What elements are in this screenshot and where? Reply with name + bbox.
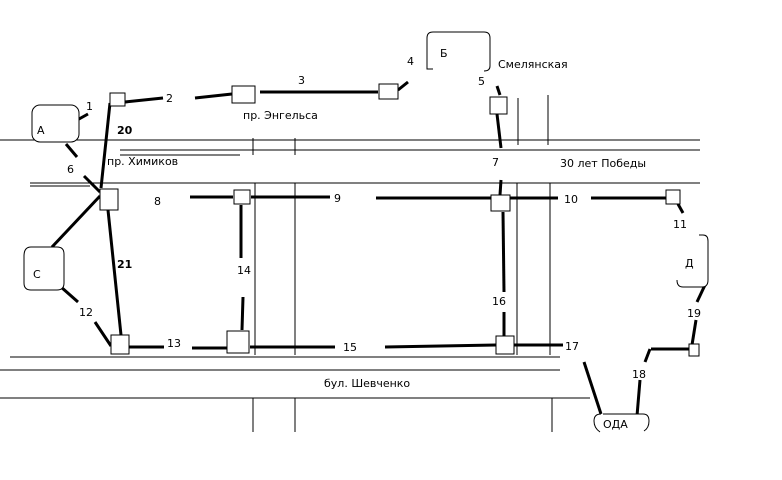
route-segment — [106, 209, 123, 336]
route-segment — [582, 361, 603, 415]
route-segment — [635, 379, 642, 417]
nodes — [99, 83, 700, 357]
route-segment — [397, 80, 409, 92]
node — [99, 188, 119, 211]
route-segment — [690, 319, 698, 346]
zone-d — [676, 234, 709, 288]
route-segment — [695, 284, 707, 303]
segment-label-18: 18 — [632, 368, 646, 381]
route-segment — [194, 92, 233, 100]
segment-label-20: 20 — [117, 124, 133, 137]
segment-label-2: 2 — [166, 92, 173, 105]
zone-d-label: Д — [685, 257, 694, 270]
zone-a-label: А — [37, 124, 45, 137]
node — [378, 83, 399, 100]
route-segment — [498, 179, 503, 196]
route-segment — [501, 211, 506, 293]
zones: А Б С Д ОДА — [23, 31, 709, 433]
segment-labels: 1 2 3 4 5 6 7 8 9 10 11 12 13 14 15 16 1… — [67, 55, 701, 381]
segment-label-7: 7 — [492, 156, 499, 169]
segment-label-1: 1 — [86, 100, 93, 113]
street-label-shevchenko: бул. Шевченко — [324, 377, 410, 390]
node — [110, 334, 130, 355]
route-segment — [60, 285, 79, 304]
street-label-smelyanskaya: Смелянская — [498, 58, 568, 71]
segment-label-13: 13 — [167, 337, 181, 350]
route-segment — [64, 143, 79, 158]
street-labels: пр. Энгельса пр. Химиков Смелянская 30 л… — [107, 58, 646, 390]
segment-label-3: 3 — [298, 74, 305, 87]
route-segment — [495, 85, 502, 96]
route-segment — [50, 194, 102, 249]
segment-label-21: 21 — [117, 258, 132, 271]
node — [665, 189, 681, 205]
street-label-engelsa: пр. Энгельса — [243, 109, 318, 122]
zone-c-label: С — [33, 268, 41, 281]
route-segment — [82, 174, 102, 194]
node — [109, 92, 126, 107]
route-segment — [93, 321, 113, 347]
route-segments — [50, 80, 707, 417]
street-label-khimikov: пр. Химиков — [107, 155, 178, 168]
zone-b-label: Б — [440, 47, 448, 60]
segment-label-6: 6 — [67, 163, 74, 176]
street-outlines — [0, 95, 700, 432]
segment-label-9: 9 — [334, 192, 341, 205]
node — [233, 189, 251, 205]
segment-label-19: 19 — [687, 307, 701, 320]
node — [490, 194, 511, 212]
segment-label-8: 8 — [154, 195, 161, 208]
route-segment — [495, 113, 503, 149]
node — [226, 330, 250, 354]
route-segment — [676, 203, 685, 214]
zone-a — [31, 104, 80, 143]
node — [495, 335, 515, 355]
route-segment — [124, 96, 164, 104]
segment-label-16: 16 — [492, 295, 506, 308]
route-segment — [384, 343, 497, 349]
node — [489, 96, 508, 115]
segment-label-10: 10 — [564, 193, 578, 206]
segment-label-17: 17 — [565, 340, 579, 353]
zone-oda — [593, 413, 650, 433]
node — [688, 343, 700, 357]
street-label-pobedy: 30 лет Победы — [560, 157, 646, 170]
segment-label-4: 4 — [407, 55, 414, 68]
segment-label-11: 11 — [673, 218, 687, 231]
node — [231, 85, 256, 104]
segment-label-12: 12 — [79, 306, 93, 319]
zone-b — [426, 31, 491, 72]
route-segment — [643, 348, 652, 363]
zone-oda-label: ОДА — [603, 418, 628, 431]
route-segment — [99, 102, 112, 189]
segment-label-5: 5 — [478, 75, 485, 88]
segment-label-14: 14 — [237, 264, 251, 277]
zone-c — [23, 246, 65, 291]
segment-label-15: 15 — [343, 341, 357, 354]
route-segment — [240, 296, 245, 331]
